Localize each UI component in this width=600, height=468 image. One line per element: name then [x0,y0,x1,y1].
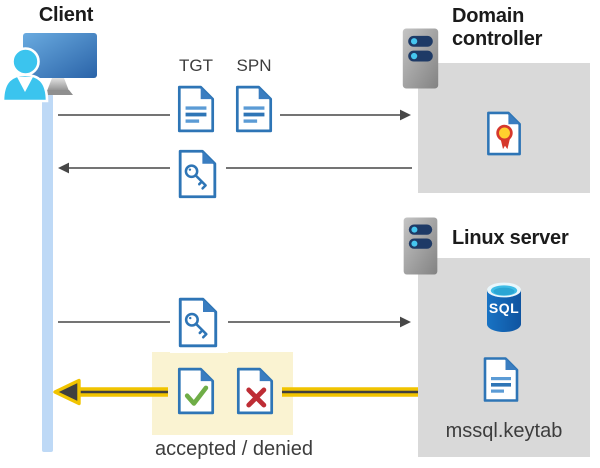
client-user-monitor-icon [1,33,97,103]
accepted-denied-label: accepted / denied [155,438,313,460]
arrow-ticket-response [58,162,412,174]
linux-server-label: Linux server [452,227,569,249]
key-ticket-icon [178,149,217,199]
spn-document-icon [235,85,273,133]
client-lifeline [42,94,53,452]
key-ticket-icon-2 [178,297,218,348]
client-label: Client [38,4,94,26]
denied-x-document-icon [238,369,271,413]
sql-badge-label: SQL [488,300,520,316]
arrow-ticket-to-linux [58,316,411,328]
domain-controller-server-icon [402,28,439,89]
domain-controller-label: Domain controller [452,5,543,50]
certificate-document-icon [486,111,522,156]
tgt-label: TGT [179,56,213,75]
keytab-file-label: mssql.keytab [445,420,563,442]
linux-server-icon [403,217,438,275]
tgt-document-icon [177,85,215,133]
accepted-check-document-icon [179,369,212,413]
spn-label: SPN [236,56,272,75]
keytab-document-icon [483,357,519,402]
